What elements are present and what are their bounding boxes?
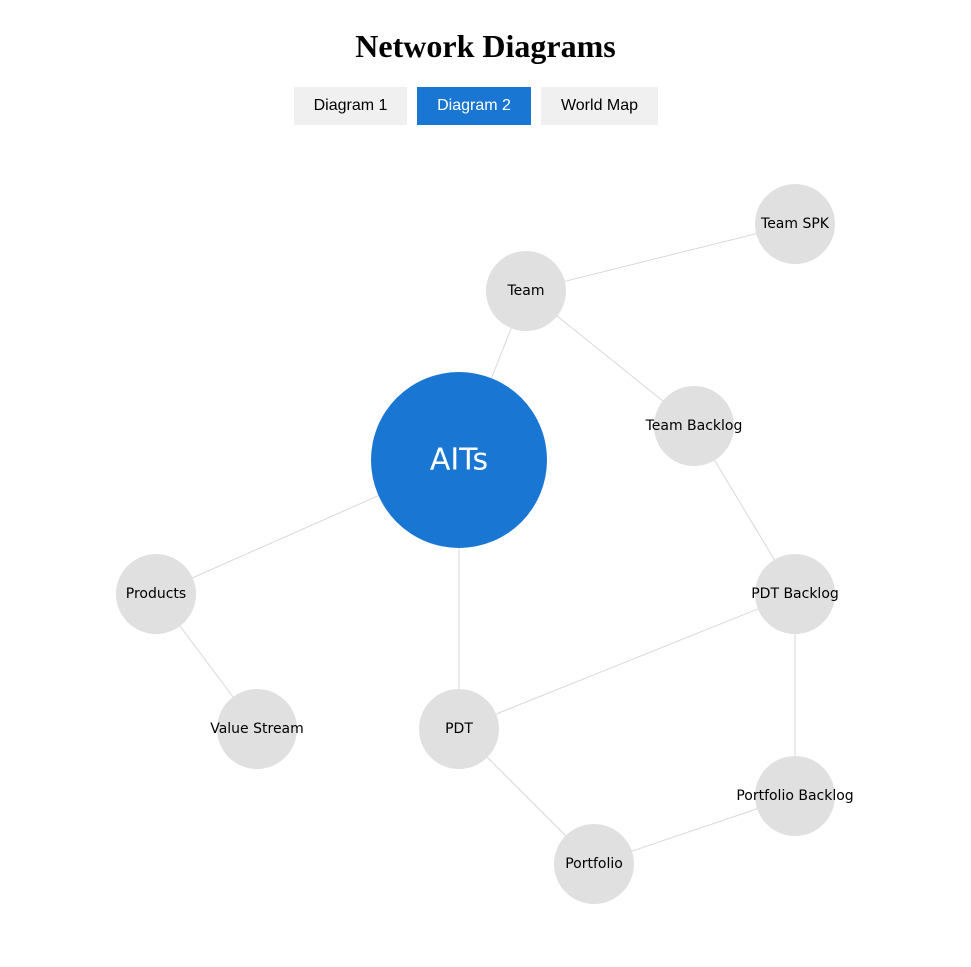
tab-world-map[interactable]: World Map: [541, 87, 658, 125]
node-team[interactable]: Team: [486, 251, 566, 331]
node-label: PDT Backlog: [751, 586, 839, 602]
node-label: Team: [506, 283, 544, 299]
edge-team-team-spk: [525, 223, 796, 292]
node-circle[interactable]: [755, 184, 835, 264]
node-label: Value Stream: [210, 721, 304, 737]
tab-diagram-1[interactable]: Diagram 1: [294, 87, 407, 125]
node-circle[interactable]: [755, 756, 835, 836]
node-label: Portfolio Backlog: [736, 788, 853, 804]
node-aits[interactable]: AITs: [371, 372, 547, 548]
node-label: PDT: [445, 721, 473, 737]
node-products[interactable]: Products: [116, 554, 196, 634]
node-circle[interactable]: [486, 251, 566, 331]
page-title: Network Diagrams: [355, 28, 616, 64]
node-label: Team Backlog: [645, 418, 743, 434]
node-label: AITs: [430, 443, 488, 478]
node-circle[interactable]: [654, 386, 734, 466]
node-circle[interactable]: [217, 689, 297, 769]
node-label: Portfolio: [565, 856, 623, 872]
node-pdt-backlog[interactable]: PDT Backlog: [751, 554, 839, 634]
tab-bar: Diagram 1 Diagram 2 World Map: [0, 87, 971, 125]
node-pdt[interactable]: PDT: [419, 689, 499, 769]
node-portfolio[interactable]: Portfolio: [554, 824, 634, 904]
tab-diagram-2[interactable]: Diagram 2: [417, 87, 531, 125]
node-circle[interactable]: [755, 554, 835, 634]
node-circle[interactable]: [116, 554, 196, 634]
node-circle[interactable]: [371, 372, 547, 548]
node-label: Products: [126, 586, 186, 602]
edge-pdt-pdt-backlog: [458, 593, 796, 730]
node-value-stream[interactable]: Value Stream: [210, 689, 304, 769]
node-team-backlog[interactable]: Team Backlog: [645, 386, 743, 466]
node-circle[interactable]: [554, 824, 634, 904]
node-team-spk[interactable]: Team SPK: [755, 184, 835, 264]
node-circle[interactable]: [419, 689, 499, 769]
node-portfolio-backlog[interactable]: Portfolio Backlog: [736, 756, 854, 836]
node-label: Team SPK: [760, 216, 830, 232]
